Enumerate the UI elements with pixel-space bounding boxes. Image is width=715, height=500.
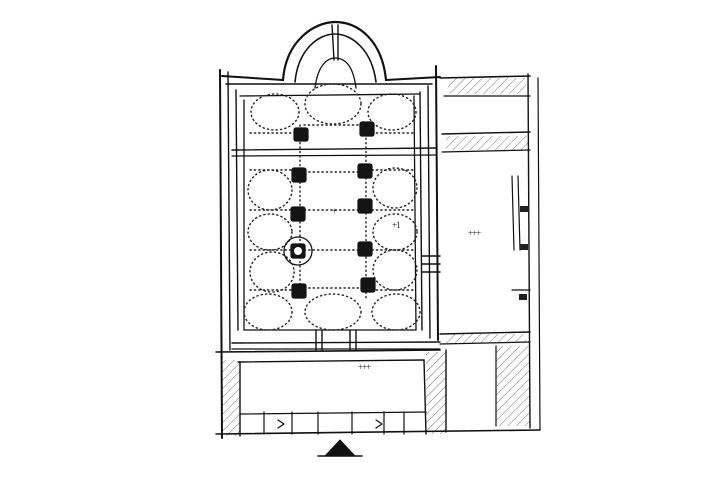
pier: [360, 277, 376, 293]
dotted-vaults: [243, 83, 421, 331]
side-room-mark: +++: [468, 228, 481, 238]
pier: [357, 241, 373, 257]
nave-mark: +: [332, 206, 337, 216]
apse: [281, 20, 388, 89]
portico: +++: [215, 329, 541, 437]
outer-walls: [219, 65, 441, 439]
pier: [293, 127, 309, 142]
nave-frame: [231, 93, 441, 350]
pier: [357, 163, 373, 179]
entrance-arrow: [324, 439, 356, 456]
pier: [291, 283, 307, 299]
side-annex: +++: [421, 73, 541, 431]
pier: [290, 206, 306, 222]
pier: [291, 167, 307, 183]
pier: [359, 121, 375, 137]
pier: [357, 198, 373, 214]
piers: [283, 121, 376, 299]
nave-mark-2: +1: [392, 220, 400, 230]
portico-mark: +++: [358, 362, 371, 372]
